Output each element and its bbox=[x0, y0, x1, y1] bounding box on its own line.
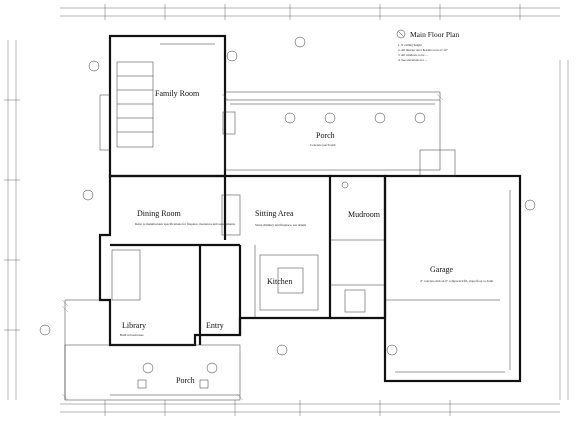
room-label-front-porch: Porch bbox=[176, 376, 195, 385]
rear-porch bbox=[222, 91, 441, 171]
room-label-mudroom: Mudroom bbox=[348, 210, 381, 219]
family-room-walls bbox=[99, 34, 227, 178]
sheet-note-4: 4. See elevations for ... bbox=[398, 58, 427, 62]
room-label-garage: Garage bbox=[430, 265, 454, 274]
annotation-notes: Refer to manufacturer specifications for… bbox=[120, 143, 494, 337]
room-label-dining-room: Dining Room bbox=[137, 209, 182, 218]
dining-note: Refer to manufacturer specifications for… bbox=[135, 222, 236, 226]
garage-walls bbox=[383, 149, 522, 383]
room-labels: Family Room Porch Dining Room Sitting Ar… bbox=[122, 89, 454, 385]
sheet-title-block: Main Floor Plan 1. 9' ceiling height 2. … bbox=[396, 29, 459, 62]
column-hatching bbox=[61, 93, 444, 401]
sheet-note-3: 3. All windows to be ... bbox=[398, 53, 428, 57]
sheet-note-2: 2. All interior door headers to be 6'-10… bbox=[398, 48, 449, 52]
sheet-title: Main Floor Plan bbox=[410, 30, 459, 39]
porch-note: Concrete porch slab bbox=[310, 143, 336, 147]
main-house-walls bbox=[98, 174, 332, 347]
room-label-rear-porch: Porch bbox=[316, 131, 335, 140]
room-label-entry: Entry bbox=[206, 321, 224, 330]
room-label-kitchen: Kitchen bbox=[267, 277, 292, 286]
dimension-lines bbox=[4, 4, 569, 416]
room-label-sitting-area: Sitting Area bbox=[255, 209, 294, 218]
room-label-family-room: Family Room bbox=[155, 89, 200, 98]
garage-note: 4" concrete slab on 6" compacted fill, s… bbox=[420, 279, 494, 284]
front-porch bbox=[64, 299, 241, 401]
library-note: Built in bookcases bbox=[120, 333, 144, 337]
mudroom-walls bbox=[330, 174, 387, 320]
room-label-library: Library bbox=[122, 321, 146, 330]
sitting-note: Stone chimney and fireplace, see details bbox=[255, 223, 307, 228]
section-markers bbox=[39, 36, 536, 374]
sheet-note-1: 1. 9' ceiling height bbox=[398, 43, 422, 47]
